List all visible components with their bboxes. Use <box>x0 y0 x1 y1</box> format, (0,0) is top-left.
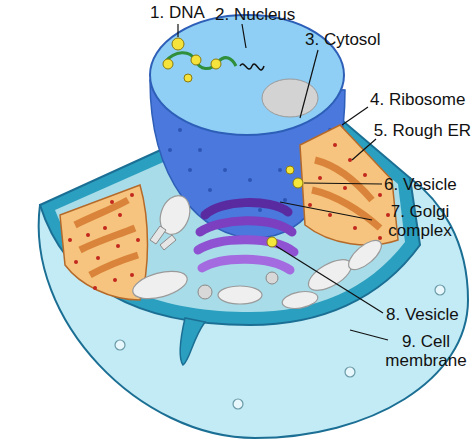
callout-label: 2. Nucleus <box>215 5 295 24</box>
membrane-fold <box>180 318 205 365</box>
callout-label: 6. Vesicle <box>384 175 457 194</box>
rough-er-fold <box>75 200 128 225</box>
membrane-pore <box>435 285 445 295</box>
callout-label: 5. Rough ER <box>374 121 471 140</box>
mitochondria <box>130 191 386 311</box>
leader-lines <box>178 24 388 340</box>
callout-label: 4. Ribosome <box>370 90 465 109</box>
membrane-pore <box>115 340 125 350</box>
membrane-pore <box>233 399 243 409</box>
rough-er <box>60 185 148 300</box>
callout-label: 1. DNA <box>150 3 205 22</box>
centriole <box>150 226 176 250</box>
dna-strand <box>163 38 264 82</box>
rough-er-fold <box>90 255 138 275</box>
vesicle <box>267 237 277 247</box>
membrane-pore <box>345 367 355 377</box>
rough-er-fold <box>80 228 135 250</box>
vesicle <box>286 166 294 174</box>
callout-label: 3. Cytosol <box>305 30 381 49</box>
vesicle <box>293 178 303 188</box>
callout-label: 9. Cell membrane <box>381 332 471 370</box>
ribosome-dots <box>68 193 144 292</box>
rough-er <box>300 125 398 245</box>
nucleolus <box>262 79 318 117</box>
rough-er-fold <box>312 190 380 228</box>
ribosome-dots <box>308 143 390 240</box>
golgi-complex <box>198 203 294 270</box>
callout-label: 8. Vesicle <box>386 305 459 324</box>
callout-label: 7. Golgi complex <box>374 202 466 240</box>
lysosomes <box>198 272 278 299</box>
